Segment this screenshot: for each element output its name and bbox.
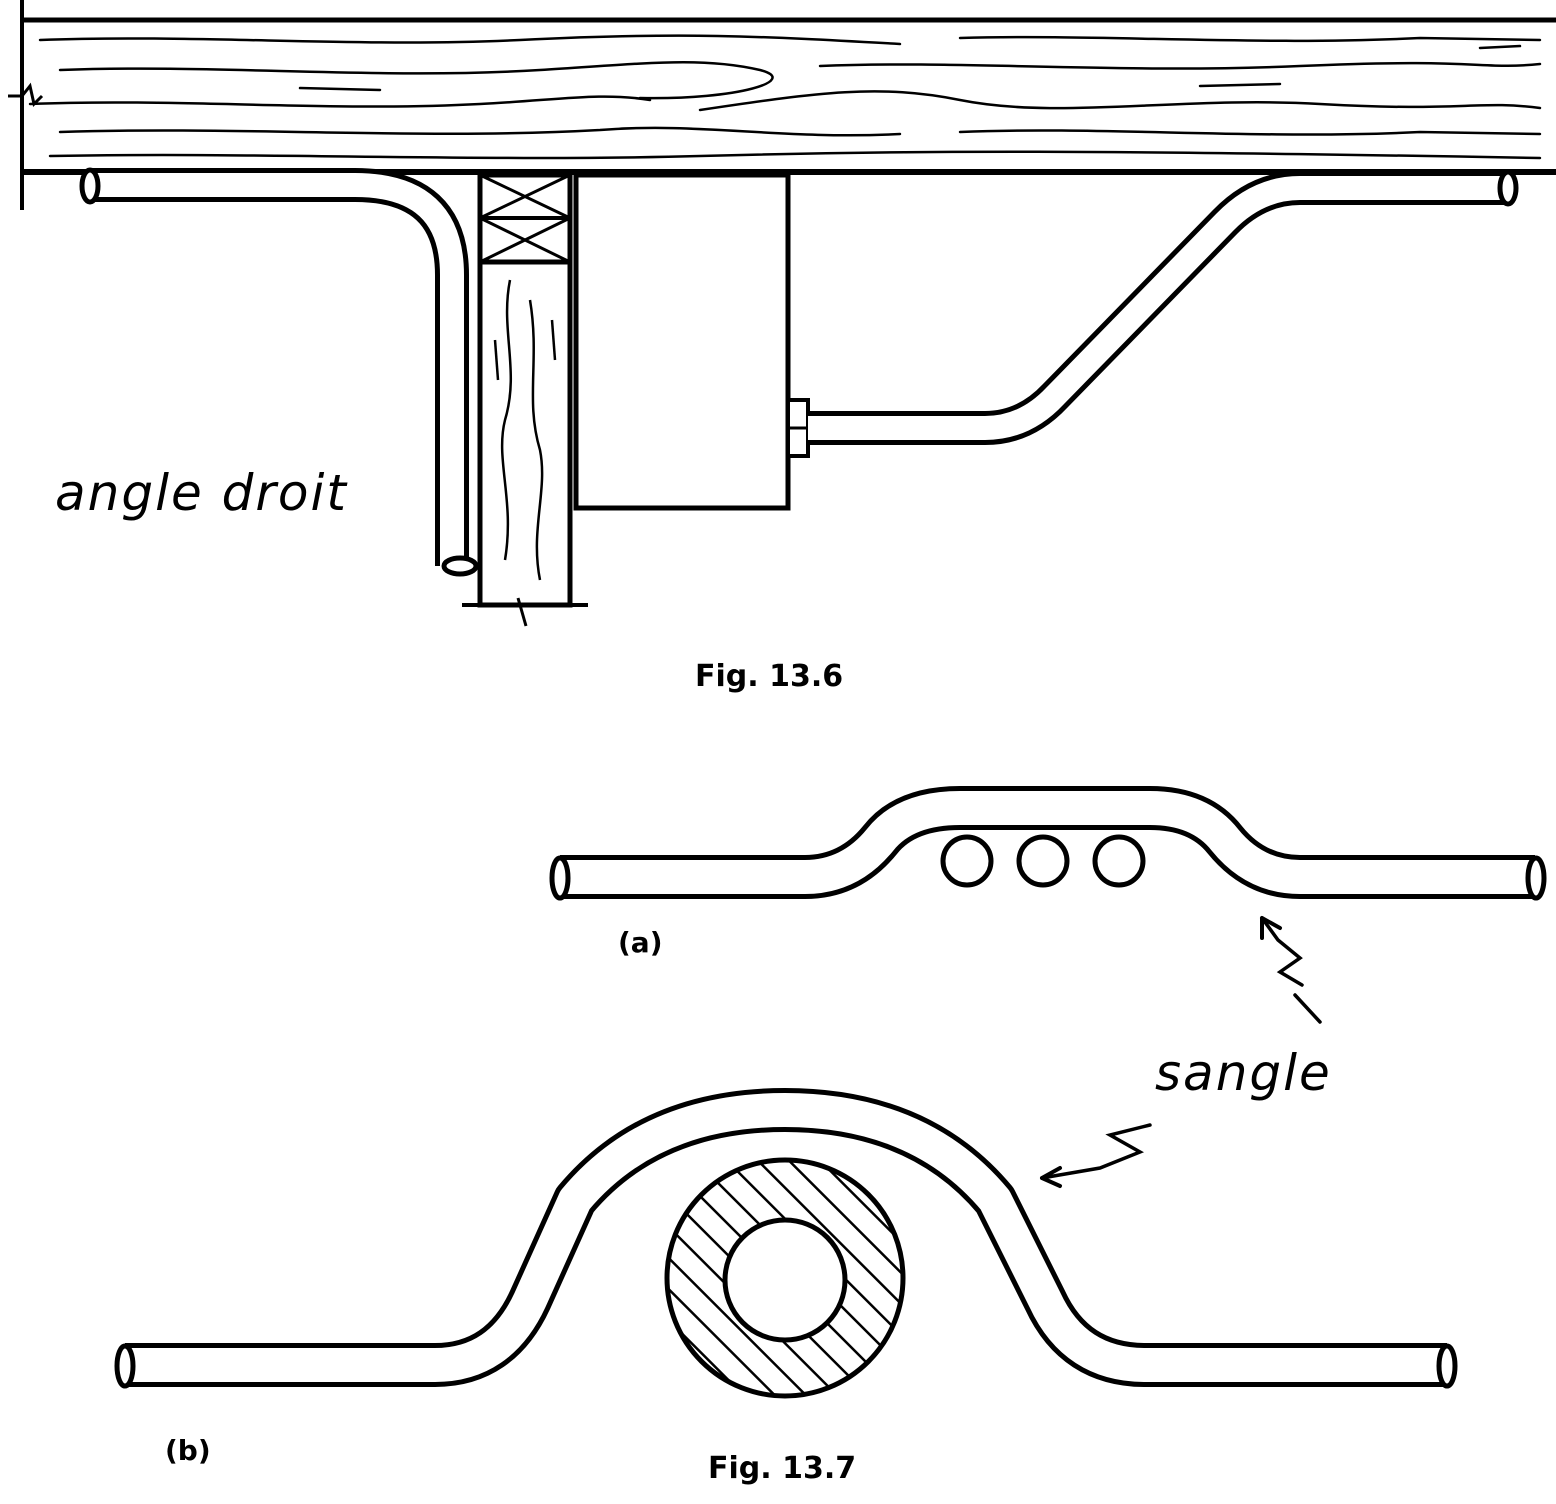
fig-13-7b: (b) Fig. 13.7	[114, 1088, 1458, 1486]
label-b: (b)	[165, 1434, 211, 1467]
wood-grain	[28, 34, 1542, 160]
three-cables	[940, 834, 1146, 888]
fig-13-7a: (a)	[549, 786, 1547, 959]
junction-box	[573, 172, 810, 511]
caption-fig-13-7: Fig. 13.7	[708, 1451, 856, 1486]
caption-fig-13-6: Fig. 13.6	[695, 659, 843, 694]
label-strap: sangle	[1155, 1044, 1332, 1102]
label-right-angle: angle droit	[55, 464, 348, 522]
pipe-right-angle	[79, 167, 479, 577]
fig-13-6: angle droit Fig. 13.6	[8, 0, 1556, 694]
strap-label: sangle	[1040, 916, 1332, 1188]
label-a: (a)	[618, 926, 663, 959]
wood-stud	[462, 172, 588, 627]
hatched-conduit	[664, 1157, 906, 1399]
pipe-offset	[808, 169, 1519, 445]
